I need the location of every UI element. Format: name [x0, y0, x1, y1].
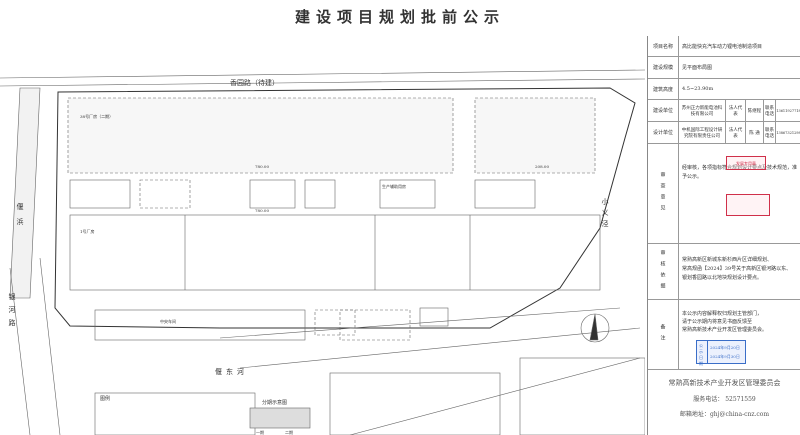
row-project-name: 项目名称 高比能快充汽车动力锂电池制造项目: [648, 36, 800, 57]
label: 联系电话: [764, 122, 776, 143]
label: 建筑高度: [648, 79, 679, 99]
row-designer: 设计单位 中机国际工程设计研究院有限责任公司 法人代表 陈 通 联系电话 138…: [648, 122, 800, 144]
building-label: 38号厂房（二期）: [80, 113, 113, 119]
label: 审查意见: [659, 171, 666, 216]
road-north-edge: [0, 69, 645, 79]
phone-label: 服务电话：: [693, 396, 724, 403]
value: 4.5~23.90m: [682, 86, 714, 92]
label: 联系电话: [764, 100, 776, 121]
phase-2-label: 二期: [285, 429, 293, 435]
row-scale: 建设规模 见平面布局图: [648, 57, 800, 79]
page-title: 建设项目规划批前公示: [294, 8, 505, 26]
basis-line: 银划香园路以北地块规划设计要点。: [682, 275, 763, 281]
road-west: [9, 257, 61, 435]
phone-value: 52571559: [725, 396, 756, 403]
label: 建设规模: [648, 57, 679, 78]
row-builder: 建设单位 苏州正力新能电池科技有限公司 法人代表 陈继程 联系电话 136119…: [648, 100, 800, 122]
value: 苏州正力新能电池科技有限公司: [679, 100, 726, 121]
review-text: 经审核，各项指标符合规划设计要点及技术规范，准予公示。: [682, 165, 798, 180]
label: 法人代表: [726, 100, 746, 121]
basis-line: 常高规函【2024】39号关于高新区银河路以东、: [682, 266, 792, 272]
river-east-label: 小义泾: [601, 197, 609, 231]
site-boundary: [54, 87, 636, 329]
road-west-label: 银河路: [8, 292, 16, 332]
start-date: 2024年9月20日: [710, 345, 740, 350]
river-south-label: 偃东河: [215, 367, 248, 376]
road-north-label: 香园路（待建）: [230, 78, 279, 87]
row-review: 审查意见 经审核，各项指标符合规划设计要点及技术规范，准予公示。 发展专用章: [648, 144, 800, 244]
building-label: 1号厂房: [80, 228, 95, 234]
value: 陈继程: [746, 100, 764, 121]
end-date: 2024年9月30日: [710, 354, 740, 359]
remark-line: 常熟高新技术产业开发区管理委员会。: [682, 327, 768, 333]
remark-line: 本公示内容解释权归规划主管部门，: [682, 311, 763, 317]
basis-line: 常熟高新区新城东新杉西片区详细规划、: [682, 257, 773, 263]
dimension-label: 780.00: [255, 164, 269, 169]
org-name: 常熟高新技术产业开发区管理委员会: [668, 379, 781, 387]
label: 备注: [659, 323, 666, 346]
period-stamp: 公示日期 2024年9月20日 2024年9月30日: [696, 340, 746, 366]
building-label: 中央车间: [160, 318, 176, 324]
data-table: [329, 372, 501, 435]
row-basis: 审核依据 常熟高新区新城东新杉西片区详细规划、 常高规函【2024】39号关于高…: [648, 244, 800, 300]
info-panel: 项目名称 高比能快充汽车动力锂电池制造项目 建设规模 见平面布局图 建筑高度 4…: [647, 36, 800, 435]
dimension-label: 208.00: [535, 164, 549, 169]
legend-title: 图例: [100, 395, 110, 402]
label: 建设单位: [648, 100, 679, 121]
approval-stamp: 发展专用章: [726, 156, 766, 170]
service-phone: 服务电话： 52571559: [648, 394, 800, 403]
email-value[interactable]: ghj@china-cnz.com: [709, 411, 770, 418]
phase-1-label: 一期: [256, 429, 264, 435]
value: 中机国际工程设计研究院有限责任公司: [679, 122, 726, 143]
value: 陈 通: [746, 122, 764, 143]
label: 审核依据: [659, 249, 666, 294]
river-west-label: 偃浜: [16, 202, 24, 233]
official-stamp: [726, 194, 770, 216]
river-west: [9, 87, 41, 299]
label: 项目名称: [648, 36, 679, 56]
building-north-1: [67, 97, 454, 174]
dimension-label: 780.00: [255, 208, 269, 213]
value: 13611927718: [776, 108, 800, 113]
building-mid: [69, 214, 601, 291]
phase-diagram: [249, 407, 311, 429]
row-remark: 备注 本公示内容解释权归规划主管部门， 请于公示期内将意见书面反馈至 常熟高新技…: [648, 300, 800, 370]
label: 法人代表: [726, 122, 746, 143]
value: 见平面布局图: [682, 65, 713, 71]
value: 高比能快充汽车动力锂电池制造项目: [682, 43, 763, 50]
email: 邮箱地址：ghj@china-cnz.com: [648, 409, 800, 418]
stats-table: [519, 357, 645, 435]
site-plan: 香园路（待建） 偃浜 银河路 偃东河 小义泾 780.00 780.00 208…: [0, 69, 645, 435]
email-label: 邮箱地址：: [679, 411, 710, 418]
phase-title: 分期示意图: [262, 399, 287, 406]
period-label: 公示日期: [697, 341, 708, 366]
building-north-2: [474, 97, 596, 174]
value: 13867321298: [776, 130, 800, 135]
legend: [94, 392, 256, 435]
remark-line: 请于公示期内将意见书面反馈至: [682, 319, 753, 325]
building-label: 生产辅助用房: [382, 183, 406, 189]
label: 设计单位: [648, 122, 679, 143]
row-height: 建筑高度 4.5~23.90m: [648, 79, 800, 100]
building-south: [94, 309, 306, 341]
